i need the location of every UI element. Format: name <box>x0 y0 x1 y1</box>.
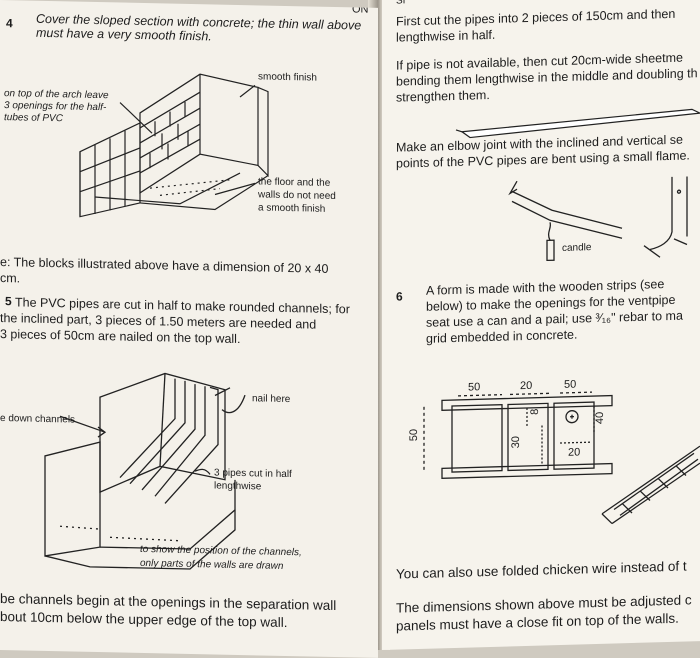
fig2-label-channels: e down channels <box>0 413 76 426</box>
fig1-label-smooth: smooth finish <box>258 71 317 84</box>
fig1-label-floor: the floor and the walls do not need a sm… <box>258 175 336 216</box>
figure-block-structure <box>0 0 378 248</box>
dim-40: 40 <box>594 411 607 425</box>
fig2-label-pipes: 3 pipes cut in half lengthwise <box>214 466 292 494</box>
fig3-label-candle: candle <box>562 242 592 254</box>
fig2-label-nail: nail here <box>252 393 291 406</box>
dim-top-20: 20 <box>520 379 533 393</box>
dim-30: 30 <box>510 435 523 449</box>
step5-number: 5 <box>5 294 12 309</box>
figure-wooden-form <box>382 351 700 540</box>
dim-left-50: 50 <box>408 428 421 442</box>
step5-line3: 3 pieces of 50cm are nailed on the top w… <box>0 327 241 347</box>
right-header: SI <box>396 0 406 7</box>
fig2-label-show: to show the position of the channels, on… <box>140 543 302 574</box>
dim-20: 20 <box>568 446 581 459</box>
para1-line2: lengthwise in half. <box>396 27 496 45</box>
step6-line4: grid embedded in concrete. <box>426 327 578 346</box>
dim-8: 8 <box>529 408 542 415</box>
para2-line3: strengthen them. <box>396 87 490 105</box>
figure-bent-sheet <box>382 103 700 152</box>
dim-top-50a: 50 <box>468 381 481 394</box>
para4: You can also use folded chicken wire ins… <box>396 558 687 582</box>
fig1-label-arch-line3: tubes of PVC <box>4 112 63 125</box>
note-line2: cm. <box>0 271 21 286</box>
para1-line1: First cut the pipes into 2 pieces of 150… <box>396 6 676 29</box>
fig1-label-arch: on top of the arch leave 3 openings for … <box>4 88 109 126</box>
dim-top-50b: 50 <box>564 378 577 391</box>
step6-number: 6 <box>396 289 403 304</box>
left-page: ON 4 Cover the sloped section with concr… <box>0 0 378 658</box>
figure-channels <box>0 355 378 603</box>
figure-elbow-candle <box>382 166 700 285</box>
fig2-label-pipes-line2: lengthwise <box>214 480 262 493</box>
note-line1: e: The blocks illustrated above have a d… <box>0 255 329 276</box>
right-page: SI First cut the pipes into 2 pieces of … <box>382 0 700 651</box>
fig1-label-floor-line3: a smooth finish <box>258 202 326 215</box>
